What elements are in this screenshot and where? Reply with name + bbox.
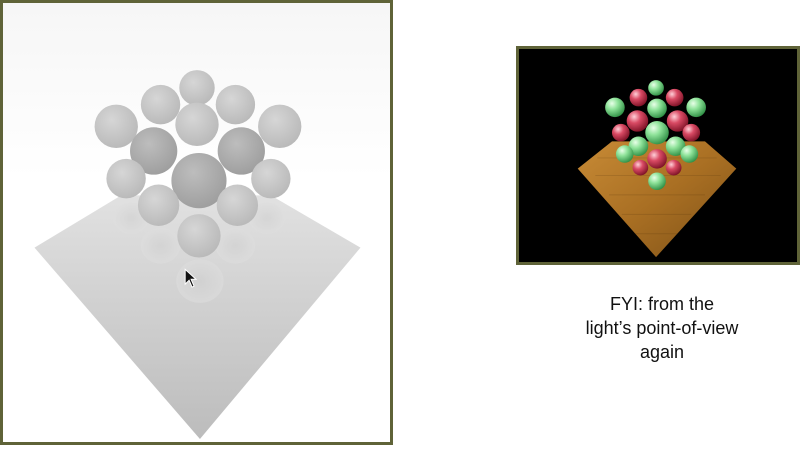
light-pov-view-panel xyxy=(516,46,800,265)
floor-shadow-blobs xyxy=(113,202,285,303)
shadow-depth-view-panel xyxy=(0,0,393,445)
depth-spheres xyxy=(94,70,302,258)
caption-line-2: light’s point-of-view xyxy=(585,318,739,338)
light-pov-render-svg xyxy=(577,80,737,258)
depth-floor-plane xyxy=(34,195,361,440)
colored-spheres xyxy=(605,80,706,191)
caption-line-1: FYI: from the xyxy=(609,294,715,314)
caption-line-3: again xyxy=(639,342,685,362)
depth-render-svg xyxy=(34,70,361,440)
caption-text: FYI: from the light’s point-of-view agai… xyxy=(542,292,782,364)
mouse-cursor-icon xyxy=(184,268,198,288)
wood-floor-plane xyxy=(577,141,737,258)
